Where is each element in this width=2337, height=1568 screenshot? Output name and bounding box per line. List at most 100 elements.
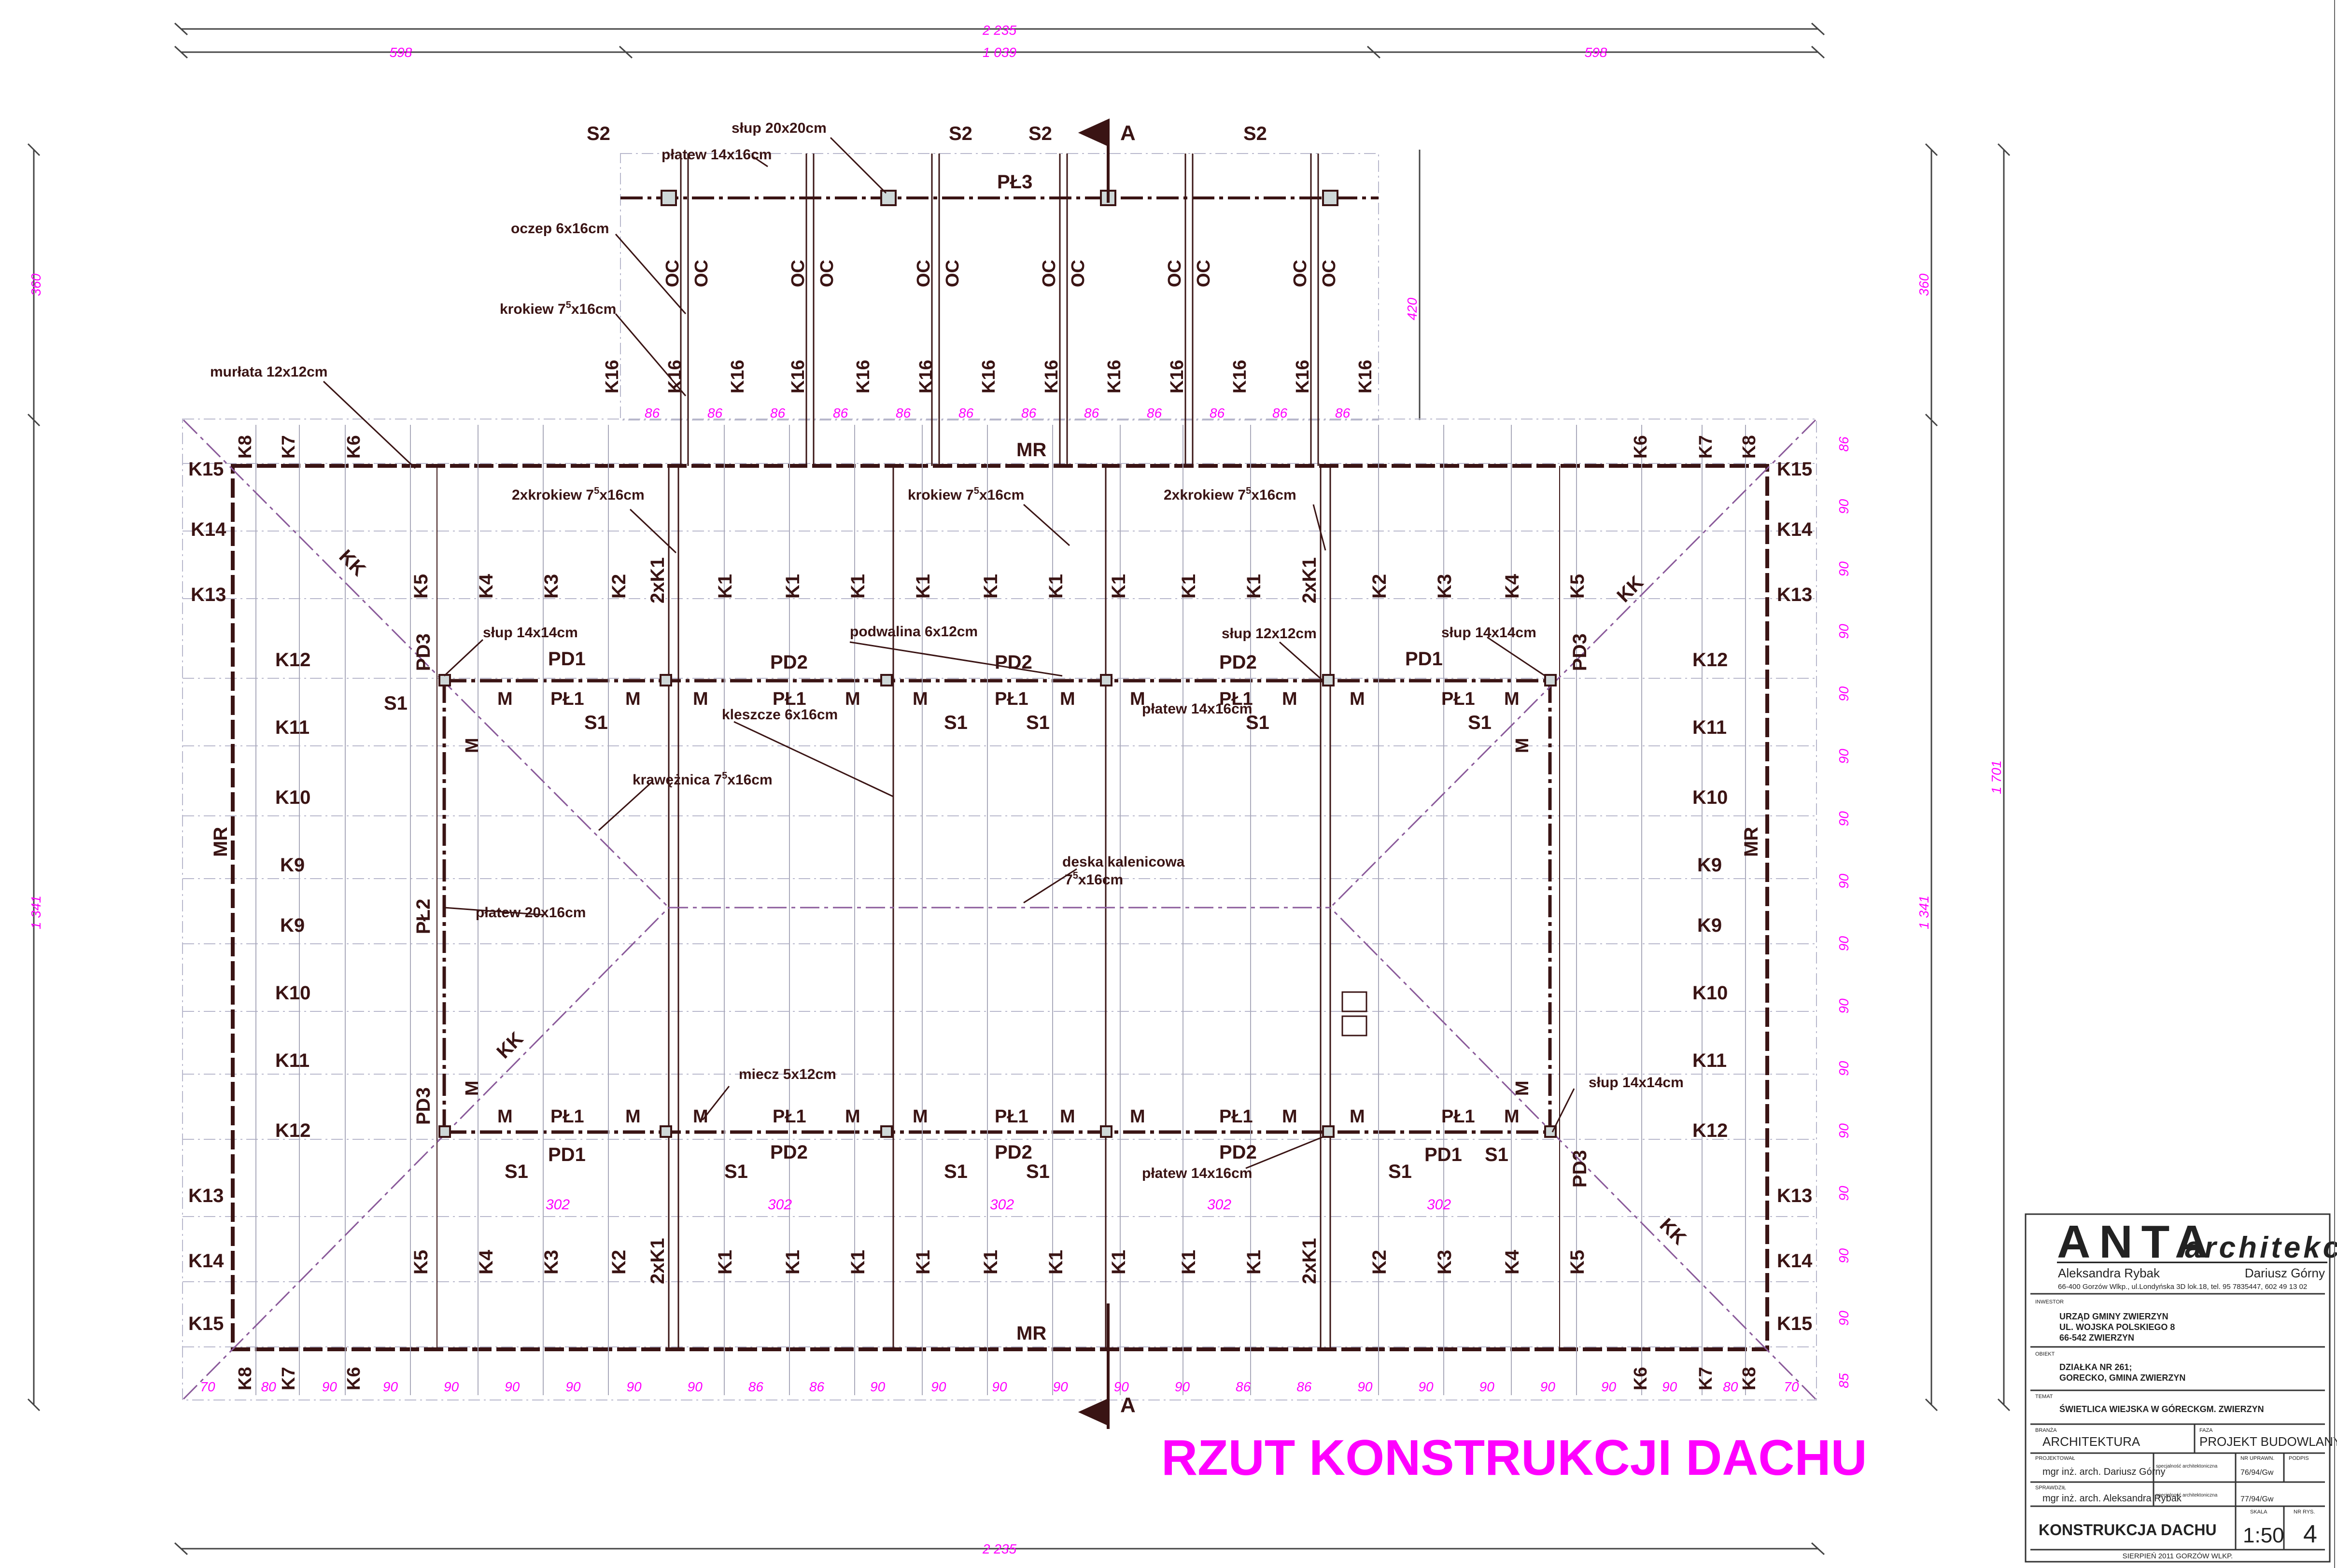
sign-label: PODPIS [2289,1456,2309,1461]
label-mr: MR [1016,439,1046,461]
label-pd1: PD1 [548,648,586,670]
dim-right-top: 360 [1916,273,1931,296]
dim-row-spacing: 90 [1836,1123,1851,1139]
dim-right-main: 1 341 [1916,896,1931,929]
dim-rafter-spacing: 86 [1147,406,1162,420]
label-side: K13 [1777,1185,1812,1206]
designer: mgr inż. arch. Dariusz Górny [2042,1467,2166,1477]
label-k16: K16 [1167,360,1187,393]
label-row: K9 [280,915,305,936]
person-right: Dariusz Górny [2245,1266,2325,1280]
dim-bottom-spacing: 90 [931,1379,946,1394]
label-s1: S1 [1485,1144,1508,1165]
hip-rafters [183,419,1816,1400]
label-side: K14 [191,519,226,540]
dim-bottom-spacing: 90 [992,1379,1007,1394]
label-edge: K6 [1631,1367,1651,1390]
callout-podwalina: podwalina 6x12cm [850,624,978,640]
label-side: K13 [1777,584,1812,605]
label-s1: S1 [384,693,408,714]
label-k16: K16 [1355,360,1376,393]
label-pl1: PŁ1 [550,689,584,709]
label-m: M [1282,1106,1297,1127]
dim-bottom-spacing: 90 [505,1379,520,1394]
dim-top-left: 598 [390,45,412,60]
label-side: K14 [188,1250,224,1272]
label-pd3: PD3 [1569,1150,1591,1188]
leader-lines [323,137,1575,1169]
label-oc: OC [817,260,837,287]
firm-script: architekci [2185,1231,2337,1264]
label-jack: K3 [541,1250,562,1274]
sheet-label: NR RYS. [2294,1509,2315,1515]
label-row: K10 [275,787,310,808]
dim-row-spacing: 90 [1836,811,1851,826]
label-k16: K16 [728,360,748,393]
grid-lines [182,153,1817,1400]
label-row: K12 [275,649,310,671]
label-mr: MR [1741,827,1762,857]
structure-lines [231,154,1769,1351]
label-jack: K2 [1369,1250,1390,1274]
label-k1: K1 [782,1250,803,1274]
label-s2: S2 [949,123,972,144]
label-pd2: PD2 [995,1142,1032,1163]
label-pd2: PD2 [770,1142,808,1163]
callout-2xkrokiew: 2xkrokiew 75x16cm [512,486,645,503]
label-m: M [462,1080,482,1096]
label-jack: K3 [1434,574,1455,599]
dim-rafter-spacing: 86 [1335,406,1351,420]
label-m: M [913,689,928,709]
label-m: M [1060,1106,1075,1127]
dim-bottom-spacing: 90 [1662,1379,1677,1394]
label-m: M [693,1106,708,1127]
dim-bottom-spacing: 90 [1479,1379,1495,1394]
label-2xk1: 2xK1 [1299,557,1320,603]
dim-bottom-spacing: 90 [626,1379,642,1394]
label-s1: S1 [1246,712,1269,733]
section-label-top: A [1120,121,1136,145]
label-m: M [1130,689,1145,709]
label-side: K15 [188,1313,224,1334]
dim-top-mid: 1 039 [983,45,1016,60]
dim-bottom-spacing: 90 [1053,1379,1069,1394]
label-side: K14 [1777,1250,1813,1272]
label-edge: K7 [279,435,299,459]
callout-slup14-left: słup 14x14cm [483,625,578,641]
label-pl1: PŁ1 [773,689,806,709]
label-k1: K1 [715,574,736,599]
site-line: DZIAŁKA NR 261; [2059,1362,2132,1372]
label-mr: MR [1016,1323,1046,1344]
label-oc: OC [1290,260,1310,287]
checker: mgr inż. arch. Aleksandra Rybak [2042,1493,2182,1504]
dim-bottom-spacing: 90 [1175,1379,1190,1394]
label-edge: K6 [344,435,364,459]
investor-line: 66-542 ZWIERZYN [2059,1333,2134,1343]
label-row: K12 [1692,1120,1728,1141]
label-k1: K1 [1045,1250,1067,1274]
dim-row-spacing: 90 [1836,624,1851,639]
label-side: K15 [1777,459,1812,480]
scale: 1:50 [2243,1524,2284,1547]
dim-bottom-spacing: 80 [261,1379,277,1394]
label-m: M [1060,689,1075,709]
label-k16: K16 [979,360,999,393]
label-side: K13 [188,1185,224,1206]
phase-label: FAZA [2199,1428,2213,1433]
dim-row-spacing: 90 [1836,1061,1851,1076]
label-m: M [1504,1106,1520,1127]
label-m: M [625,689,641,709]
callout-kleszcze: kleszcze 6x16cm [722,707,838,723]
label-k16: K16 [1293,360,1313,393]
object: ŚWIETLICA WIEJSKA W GÓRECKGM. ZWIERZYN [2059,1404,2264,1414]
label-m: M [1350,1106,1365,1127]
branch: ARCHITEKTURA [2042,1434,2140,1449]
label-pl1: PŁ1 [1219,1106,1253,1127]
label-kk: KK [1656,1214,1690,1249]
dim-right-total: 1 701 [1989,760,2004,794]
label-row: K11 [1692,717,1727,738]
label-edge: K7 [1696,435,1716,459]
label-pl1: PŁ1 [550,1106,584,1127]
dim-rafter-spacing: 86 [1210,406,1225,420]
label-m: M [1504,689,1520,709]
